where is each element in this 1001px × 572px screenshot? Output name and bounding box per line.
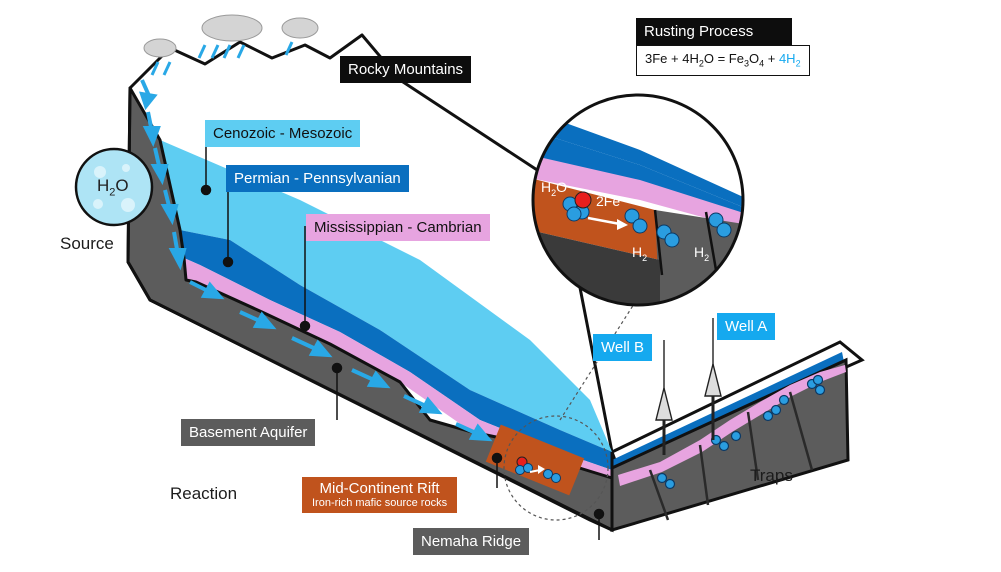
label-nemaha-ridge: Nemaha Ridge xyxy=(413,528,530,555)
permian-layer xyxy=(180,230,612,470)
label-well-a: Well A xyxy=(717,313,776,340)
inset-2fe: 2Fe xyxy=(596,193,621,209)
cenozoic-layer xyxy=(160,140,612,452)
label-permian-pennsylvanian: Permian - Pennsylvanian xyxy=(226,165,409,192)
traps-pink xyxy=(618,365,846,486)
inset-h2o: H2O xyxy=(541,179,568,198)
inset-h2-right: H2 xyxy=(694,244,710,263)
label-reaction: Reaction xyxy=(170,484,238,503)
rift-title: Mid-Continent Rift xyxy=(319,480,440,497)
label-mississippian-cambrian: Mississippian - Cambrian xyxy=(306,214,490,241)
h2o-globe xyxy=(74,147,154,227)
globe-h2o-label: H2O xyxy=(97,176,129,199)
label-mid-continent-rift: Mid-Continent Rift Iron-rich mafic sourc… xyxy=(302,477,458,513)
label-traps: Traps xyxy=(750,466,793,485)
label-rocky-mountains: Rocky Mountains xyxy=(340,56,472,83)
label-basement-aquifer: Basement Aquifer xyxy=(181,419,316,446)
inset-h2-left: H2 xyxy=(632,244,648,263)
right-block xyxy=(576,340,865,533)
inset-title: Rusting Process xyxy=(636,18,792,45)
well-derricks xyxy=(655,318,722,455)
traps-faults xyxy=(648,391,814,521)
leader-lines xyxy=(200,136,605,540)
label-source: Source xyxy=(60,234,114,253)
reaction-ring xyxy=(503,303,635,521)
slope-block xyxy=(126,33,614,533)
flow-arrows xyxy=(139,79,493,442)
label-cenozoic-mesozoic: Cenozoic - Mesozoic xyxy=(205,120,361,147)
mississippian-layer xyxy=(184,258,612,478)
clouds xyxy=(143,14,319,76)
rusting-inset xyxy=(531,93,745,307)
rift-subtitle: Iron-rich mafic source rocks xyxy=(312,497,448,509)
label-well-b: Well B xyxy=(593,334,653,361)
rusting-equation: 3Fe + 4H2O = Fe3O4 + 4H2 xyxy=(636,45,810,76)
